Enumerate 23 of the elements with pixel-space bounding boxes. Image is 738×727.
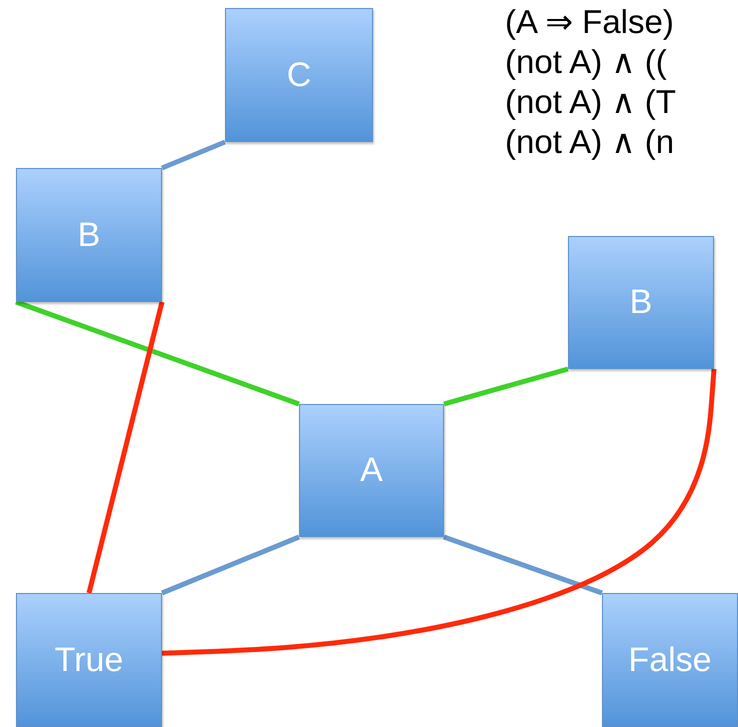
connector-line — [443, 366, 569, 406]
process-box — [568, 236, 714, 369]
connector-line — [161, 534, 300, 596]
connector-line — [86, 301, 164, 594]
node-label: B — [78, 216, 100, 254]
connector-line — [15, 300, 300, 406]
process-box — [299, 404, 444, 537]
formula-text: (A ⇒ False) — [505, 2, 674, 42]
node-label: C — [286, 56, 312, 94]
formula-text: (not A) ∧ (n — [505, 122, 674, 162]
process-box — [602, 593, 738, 727]
process-box — [16, 593, 162, 727]
formula-text: (not A) ∧ (T — [505, 82, 676, 122]
node-label: False — [628, 640, 712, 680]
node-label: B — [630, 283, 652, 322]
connector-line — [161, 140, 226, 170]
connector-line — [162, 368, 716, 656]
formula-text: (not A) ∧ (( — [505, 42, 667, 82]
process-box — [225, 8, 373, 142]
connector-line — [443, 534, 603, 596]
node-label: A — [360, 451, 383, 490]
node-label: True — [54, 640, 124, 680]
process-box — [16, 168, 162, 302]
